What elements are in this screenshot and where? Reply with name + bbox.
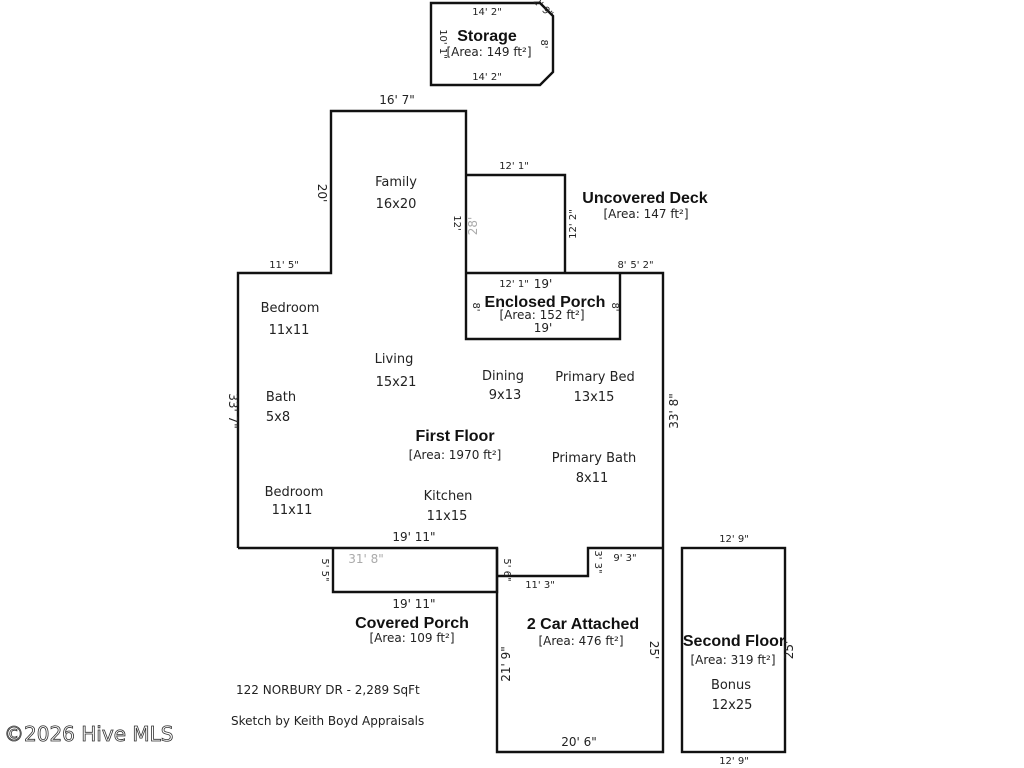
garage-title: 2 Car Attached xyxy=(527,616,639,633)
dim-storage-bottom: 14' 2" xyxy=(472,72,502,83)
room-bedroom2-name: Bedroom xyxy=(265,485,324,500)
dim-garage-notch-top: 9' 3" xyxy=(613,553,636,564)
dim-left-side: 33' 7" xyxy=(226,393,240,429)
deck-outline xyxy=(466,173,567,273)
dim-right-top-small: 8' xyxy=(617,260,626,271)
storage-title: Storage xyxy=(457,28,517,45)
credit-note: Sketch by Keith Boyd Appraisals xyxy=(231,714,424,728)
dim-first-bottom: 19' 11" xyxy=(392,530,435,544)
room-kitchen-size: 11x15 xyxy=(427,509,468,524)
dim-family-right-gray: 28' xyxy=(466,217,480,236)
watermark: ©2026 Hive MLS xyxy=(4,722,173,746)
dim-covered-bottom: 19' 11" xyxy=(392,597,435,611)
dim-family-top: 16' 7" xyxy=(379,93,415,107)
room-primary-bath-name: Primary Bath xyxy=(552,451,637,466)
room-bedroom1-name: Bedroom xyxy=(261,301,320,316)
garage-notch xyxy=(497,546,663,578)
address-note: 122 NORBURY DR - 2,289 SqFt xyxy=(236,683,420,697)
dim-family-right: 12' xyxy=(451,215,462,230)
dim-garage-right: 25' xyxy=(647,641,661,660)
dim-garage-notch-left: 11' 3" xyxy=(525,580,555,591)
family-outline xyxy=(236,109,468,548)
dim-porch-right: 8' xyxy=(609,302,620,311)
covered-area: [Area: 109 ft²] xyxy=(369,631,454,645)
storage-outline xyxy=(429,1,555,87)
storage-area: [Area: 149 ft²] xyxy=(446,45,531,59)
room-dining-name: Dining xyxy=(482,369,524,384)
dim-storage-top: 14' 2" xyxy=(472,7,502,18)
dim-right-top: 5' 2" xyxy=(630,260,653,271)
dim-covered-right: 5' 6" xyxy=(501,558,512,581)
room-family-name: Family xyxy=(375,175,417,190)
dim-deck-right: 12' 2" xyxy=(568,209,579,239)
room-primary-bath-size: 8x11 xyxy=(576,471,609,486)
dim-left-top: 11' 5" xyxy=(269,260,299,271)
deck-area: [Area: 147 ft²] xyxy=(603,207,688,221)
room-kitchen-name: Kitchen xyxy=(424,489,473,504)
enclosed-title: Enclosed Porch xyxy=(485,294,606,311)
room-family-size: 16x20 xyxy=(376,197,417,212)
dim-deck-top: 12' 1" xyxy=(499,161,529,172)
dim-second-bottom: 12' 9" xyxy=(719,756,749,767)
dim-porch-left: 8' xyxy=(470,302,481,311)
dim-porch-bottom: 19' xyxy=(534,321,553,335)
deck-title: Uncovered Deck xyxy=(582,190,707,207)
dim-storage-corner: 2' 9" xyxy=(531,0,555,20)
room-bonus-size: 12x25 xyxy=(712,698,753,713)
garage-area: [Area: 476 ft²] xyxy=(538,634,623,648)
second-floor-area: [Area: 319 ft²] xyxy=(690,653,775,667)
room-primary-bed-name: Primary Bed xyxy=(555,370,635,385)
first-floor-outline xyxy=(238,271,665,754)
first-floor-title: First Floor xyxy=(415,428,494,445)
dim-right-side: 33' 8" xyxy=(667,393,681,429)
second-floor-outline xyxy=(680,546,787,754)
second-floor-title: Second Floor xyxy=(683,633,785,650)
dim-garage-notch-small: 3' 3" xyxy=(592,550,603,573)
dim-storage-left: 10' 1" xyxy=(437,29,448,59)
dim-covered-left: 5' 5" xyxy=(319,558,330,581)
dim-second-right: 25' xyxy=(782,641,796,660)
dim-family-left: 20' xyxy=(315,184,329,203)
room-living-name: Living xyxy=(375,352,414,367)
room-bedroom1-size: 11x11 xyxy=(269,323,310,338)
room-bath-name: Bath xyxy=(266,390,296,405)
covered-porch-outline xyxy=(331,548,499,594)
room-primary-bed-size: 13x15 xyxy=(574,390,615,405)
dim-covered-gray: 31' 8" xyxy=(348,552,384,566)
room-bonus-name: Bonus xyxy=(711,678,751,693)
dim-deck-bottom: 12' 1" xyxy=(499,279,529,290)
covered-title: Covered Porch xyxy=(355,615,469,632)
first-floor-area: [Area: 1970 ft²] xyxy=(409,448,502,462)
enclosed-porch-outline xyxy=(464,273,622,341)
dim-second-top: 12' 9" xyxy=(719,534,749,545)
dim-storage-right: 8' xyxy=(538,39,549,48)
room-dining-size: 9x13 xyxy=(489,388,522,403)
dim-porch-top: 19' xyxy=(534,277,553,291)
enclosed-area: [Area: 152 ft²] xyxy=(499,308,584,322)
room-living-size: 15x21 xyxy=(376,375,417,390)
dim-garage-bottom: 20' 6" xyxy=(561,735,597,749)
room-bath-size: 5x8 xyxy=(266,410,290,425)
room-bedroom2-size: 11x11 xyxy=(272,503,313,518)
dim-garage-left: 21' 9" xyxy=(499,646,513,682)
